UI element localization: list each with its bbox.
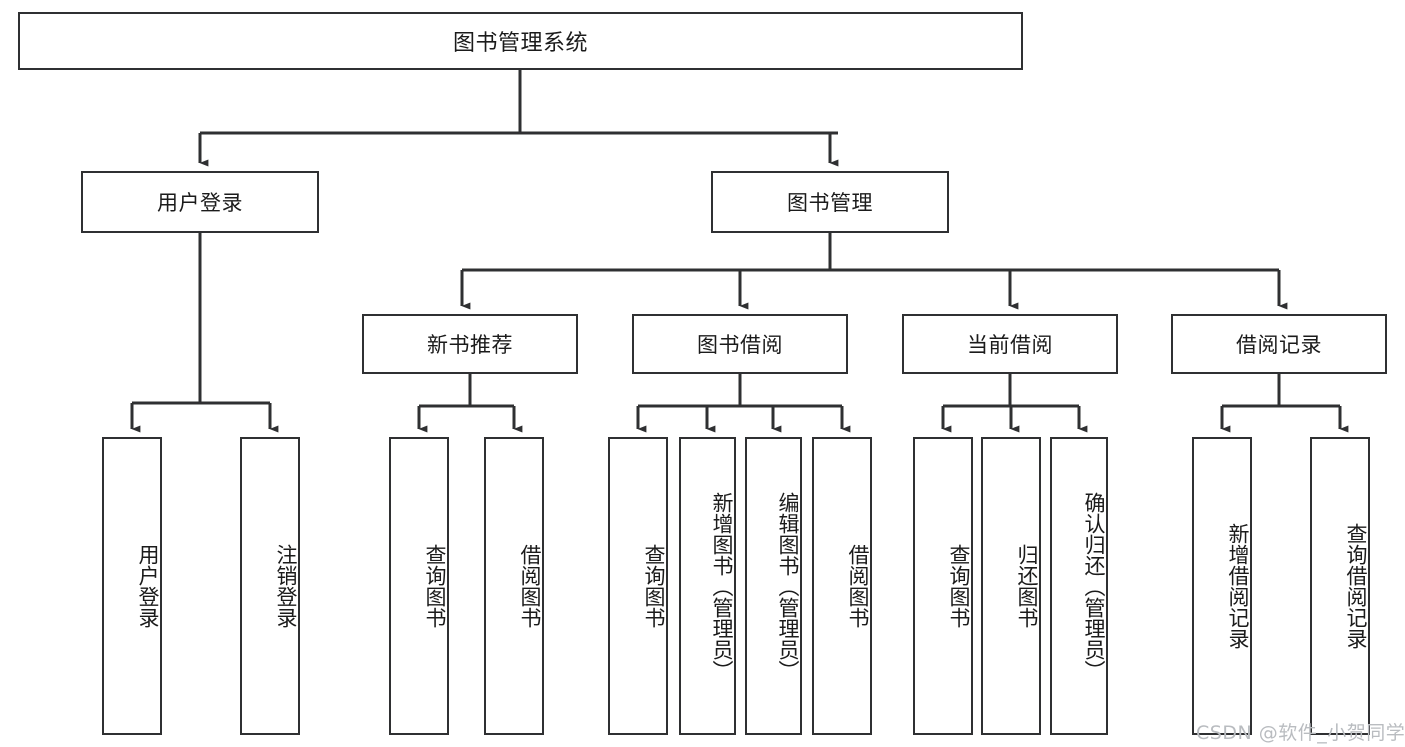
node-leaf-borrow-book-label: 借阅图书: [846, 544, 870, 628]
node-leaf-borrow-book-recommend[interactable]: 借阅图书: [484, 437, 544, 735]
node-leaf-user-login-label: 用户登录: [136, 544, 160, 628]
node-leaf-add-book[interactable]: 新增图书（管理员）: [679, 437, 736, 735]
node-leaf-query-book-borrow-label: 查询图书: [642, 544, 666, 628]
node-leaf-add-borrow-record[interactable]: 新增借阅记录: [1192, 437, 1252, 735]
node-leaf-add-book-label: 新增图书（管理员）: [710, 491, 734, 681]
node-book-management-label: 图书管理: [787, 191, 873, 215]
node-root[interactable]: 图书管理系统: [18, 12, 1023, 70]
csdn-watermark: CSDN @软件_小贺同学: [1196, 722, 1405, 744]
node-leaf-query-book-borrow[interactable]: 查询图书: [608, 437, 668, 735]
node-leaf-borrow-book[interactable]: 借阅图书: [812, 437, 872, 735]
node-user-login[interactable]: 用户登录: [81, 171, 319, 233]
node-root-label: 图书管理系统: [452, 31, 588, 56]
node-leaf-edit-book-label: 编辑图书（管理员）: [776, 491, 800, 681]
node-book-borrow-label: 图书借阅: [697, 333, 783, 357]
node-leaf-query-book-current-label: 查询图书: [947, 544, 971, 628]
node-current-borrow[interactable]: 当前借阅: [902, 314, 1118, 374]
node-leaf-confirm-return-label: 确认归还（管理员）: [1082, 491, 1106, 681]
node-book-borrow[interactable]: 图书借阅: [632, 314, 848, 374]
node-leaf-add-borrow-record-label: 新增借阅记录: [1226, 523, 1250, 649]
node-leaf-return-book[interactable]: 归还图书: [981, 437, 1041, 735]
node-leaf-query-book-recommend[interactable]: 查询图书: [389, 437, 449, 735]
node-borrow-records-label: 借阅记录: [1236, 333, 1322, 357]
node-leaf-confirm-return[interactable]: 确认归还（管理员）: [1050, 437, 1108, 735]
node-leaf-query-borrow-record-label: 查询借阅记录: [1344, 523, 1368, 649]
node-user-login-label: 用户登录: [157, 191, 243, 215]
node-leaf-query-borrow-record[interactable]: 查询借阅记录: [1310, 437, 1370, 735]
node-leaf-user-logout-label: 注销登录: [274, 544, 298, 628]
node-borrow-records[interactable]: 借阅记录: [1171, 314, 1387, 374]
node-leaf-query-book-current[interactable]: 查询图书: [913, 437, 973, 735]
node-leaf-edit-book[interactable]: 编辑图书（管理员）: [745, 437, 802, 735]
node-new-book-recommend[interactable]: 新书推荐: [362, 314, 578, 374]
node-new-book-recommend-label: 新书推荐: [427, 333, 513, 357]
node-leaf-borrow-book-recommend-label: 借阅图书: [518, 544, 542, 628]
node-book-management[interactable]: 图书管理: [711, 171, 949, 233]
node-leaf-user-login[interactable]: 用户登录: [102, 437, 162, 735]
node-current-borrow-label: 当前借阅: [967, 333, 1053, 357]
node-leaf-user-logout[interactable]: 注销登录: [240, 437, 300, 735]
node-leaf-query-book-recommend-label: 查询图书: [423, 544, 447, 628]
node-leaf-return-book-label: 归还图书: [1015, 544, 1039, 628]
